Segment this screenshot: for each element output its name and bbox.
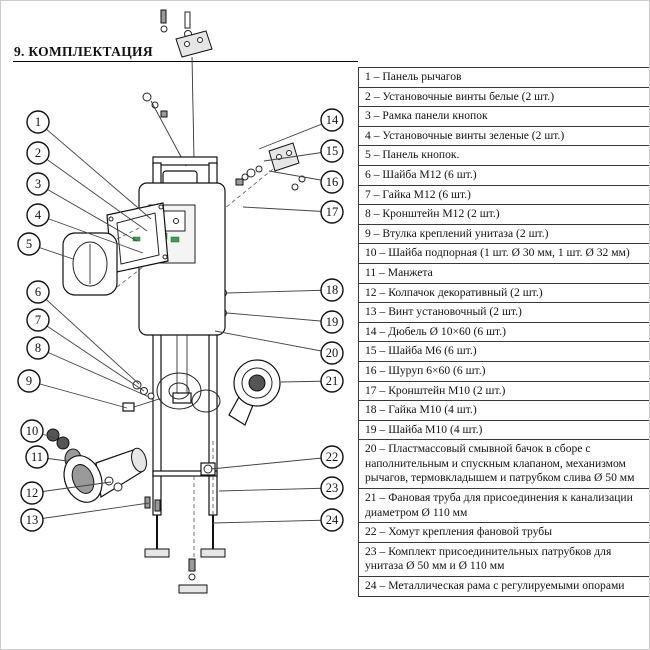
table-row: 2 – Установочные винты белые (2 шт.) (359, 88, 649, 108)
callout-number: 20 (326, 346, 339, 360)
callout-17: 17 (242, 200, 344, 224)
toilet-mount (156, 372, 221, 413)
callout-6: 6 (26, 280, 140, 385)
callout-number: 3 (35, 177, 41, 191)
callout-13: 13 (20, 502, 150, 532)
callout-number: 17 (326, 205, 339, 219)
table-row: 1 – Панель рычагов (359, 68, 649, 88)
table-row: 20 – Пластмассовый смывной бачок в сборе… (359, 440, 649, 490)
callout-15: 15 (263, 139, 344, 163)
section-title: 9. КОМПЛЕКТАЦИЯ (14, 44, 153, 59)
callout-18: 18 (226, 278, 344, 302)
fasteners-left (122, 380, 160, 412)
callout-number: 16 (326, 175, 339, 189)
callout-7: 7 (26, 308, 145, 392)
callout-number: 15 (326, 144, 339, 158)
callout-number: 9 (26, 374, 32, 388)
callout-20: 20 (214, 330, 344, 365)
callout-2: 2 (26, 141, 148, 232)
callout-number: 11 (31, 450, 43, 464)
callout-number: 19 (326, 315, 339, 329)
callout-number: 10 (26, 424, 39, 438)
table-row: 5 – Панель кнопок. (359, 146, 649, 166)
callout-number: 23 (326, 481, 339, 495)
callout-16: 16 (268, 170, 344, 194)
callout-number: 24 (326, 513, 339, 527)
table-row: 3 – Рамка панели кнопок (359, 107, 649, 127)
callout-9: 9 (17, 369, 128, 409)
button-panel (62, 232, 118, 296)
callout-number: 8 (35, 341, 41, 355)
drain-elbow (46, 428, 161, 512)
callout-number: 14 (326, 113, 339, 127)
callout-23: 23 (218, 476, 344, 500)
title-rule (13, 61, 358, 62)
table-row: 11 – Манжета (359, 264, 649, 284)
callout-22: 22 (210, 445, 344, 470)
table-row: 17 – Кронштейн M10 (2 шт.) (359, 382, 649, 402)
callout-number: 2 (35, 146, 41, 160)
table-row: 9 – Втулка креплений унитаза (2 шт.) (359, 225, 649, 245)
table-row: 4 – Установочные винты зеленые (2 шт.) (359, 127, 649, 147)
callout-number: 1 (35, 115, 41, 129)
callout-10: 10 (20, 419, 56, 443)
table-row: 21 – Фановая труба для присоединения к к… (359, 489, 649, 524)
callout-5: 5 (17, 232, 74, 260)
table-row: 16 – Шуруп 6×60 (6 шт.) (359, 362, 649, 382)
mounting-frame (152, 156, 227, 541)
table-row: 12 – Колпачок декоративный (2 шт.) (359, 284, 649, 304)
table-row: 14 – Дюбель Ø 10×60 (6 шт.) (359, 323, 649, 343)
callout-number: 21 (326, 374, 339, 388)
callout-number: 5 (26, 237, 32, 251)
callout-3: 3 (26, 172, 138, 242)
callout-11: 11 (25, 445, 68, 469)
callout-number: 13 (26, 513, 39, 527)
table-row: 7 – Гайка M12 (6 шт.) (359, 186, 649, 206)
callout-8: 8 (26, 336, 150, 398)
table-row: 10 – Шайба подпорная (1 шт. Ø 30 мм, 1 ш… (359, 244, 649, 264)
callout-number: 22 (326, 450, 339, 464)
pipe-clamp (200, 462, 216, 476)
fan-pipe (228, 359, 281, 426)
table-row: 15 – Шайба M6 (6 шт.) (359, 342, 649, 362)
callout-14: 14 (258, 108, 344, 150)
callout-number: 4 (35, 208, 42, 222)
table-row: 19 – Шайба M10 (4 шт.) (359, 421, 649, 441)
callout-number: 12 (26, 486, 39, 500)
feet (144, 476, 226, 594)
callout-12: 12 (20, 481, 112, 505)
table-row: 23 – Комплект присоединительных патрубко… (359, 543, 649, 578)
table-row: 13 – Винт установочный (2 шт.) (359, 303, 649, 323)
table-row: 24 – Металлическая рама с регулируемыми … (359, 577, 649, 597)
callout-number: 18 (326, 283, 339, 297)
callout-number: 6 (35, 285, 41, 299)
callout-1: 1 (26, 110, 152, 220)
callout-19: 19 (226, 310, 344, 334)
callout-number: 7 (35, 313, 41, 327)
table-row: 8 – Кронштейн M12 (2 шт.) (359, 205, 649, 225)
callout-21: 21 (280, 369, 344, 393)
callout-4: 4 (26, 203, 144, 254)
table-row: 6 – Шайба M12 (6 шт.) (359, 166, 649, 186)
table-row: 18 – Гайка M10 (4 шт.) (359, 401, 649, 421)
callout-24: 24 (212, 508, 344, 532)
table-row: 22 – Хомут крепления фановой трубы (359, 523, 649, 543)
wall-bracket-right (218, 142, 306, 214)
top-anchor-assembly (142, 9, 213, 167)
